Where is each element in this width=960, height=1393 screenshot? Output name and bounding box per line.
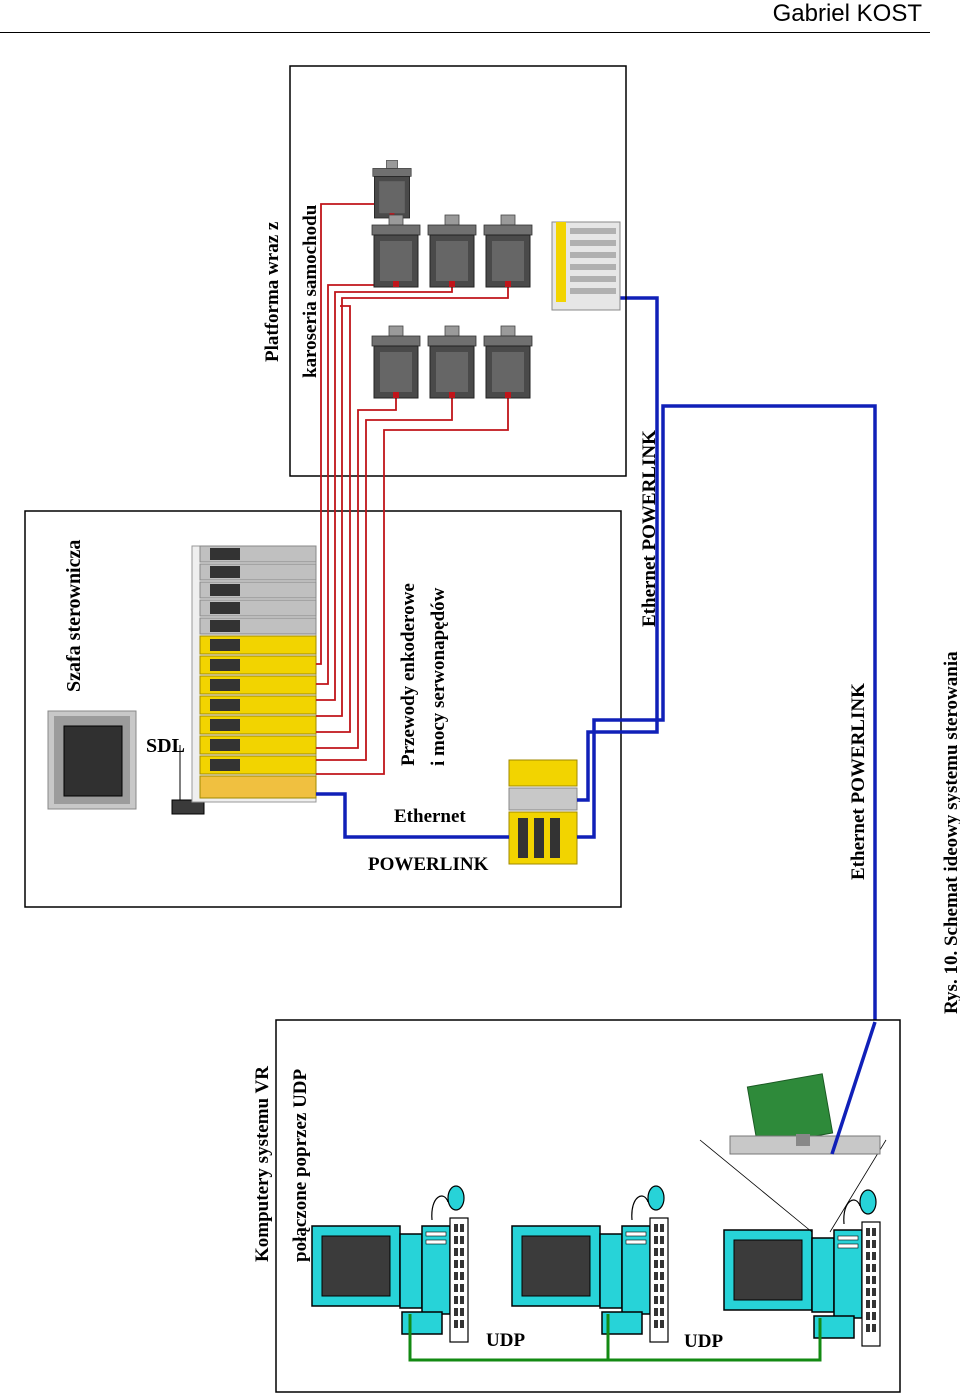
cables-label-2: i mocy serwonapędów [428, 587, 449, 766]
network-card-icon [699, 1073, 887, 1233]
powerlink-main-link [577, 404, 877, 1020]
powerlink-drive-link [316, 792, 509, 839]
eth-powerlink-upper: Ethernet POWERLINK [639, 430, 660, 627]
ethernet-label: Ethernet [394, 806, 466, 827]
udp-label-1: UDP [486, 1330, 525, 1351]
powerlink-platform-link [577, 296, 659, 802]
cabinet-box [24, 510, 622, 908]
vr-title-2: połączone poprzez UDP [290, 1068, 311, 1262]
sdl-label: SDL [146, 735, 185, 757]
header-rule [0, 32, 930, 33]
touch-panel-icon [47, 710, 137, 810]
udp-link [408, 1314, 822, 1362]
cabinet-title: Szafa sterownicza [63, 540, 85, 692]
figure-caption: Rys. 10. Schemat ideowy systemu sterowan… [941, 651, 960, 1014]
platform-title-1: Platforma wraz z [262, 221, 283, 362]
io-module-icon [508, 759, 578, 865]
header-author: Gabriel KOST [772, 0, 922, 27]
vr-title-1: Komputery systemu VR [252, 1066, 273, 1262]
servo-motor-icon [371, 159, 533, 399]
platform-title-2: karoseria samochodu [300, 204, 321, 378]
platform-box [289, 65, 627, 477]
vr-box [275, 1019, 901, 1393]
cables-label-1: Przewody enkoderowe [398, 583, 419, 766]
servo-drive-icon [191, 545, 317, 803]
udp-label-2: UDP [684, 1331, 723, 1352]
servo-cables [316, 198, 509, 775]
powerlink-label: POWERLINK [368, 854, 489, 875]
platform-io-module-icon [551, 221, 621, 311]
eth-powerlink-lower: Ethernet POWERLINK [848, 683, 869, 880]
computer-icon [311, 1185, 881, 1347]
sdl-connector [171, 799, 205, 815]
card-powerlink-link [830, 1021, 877, 1155]
